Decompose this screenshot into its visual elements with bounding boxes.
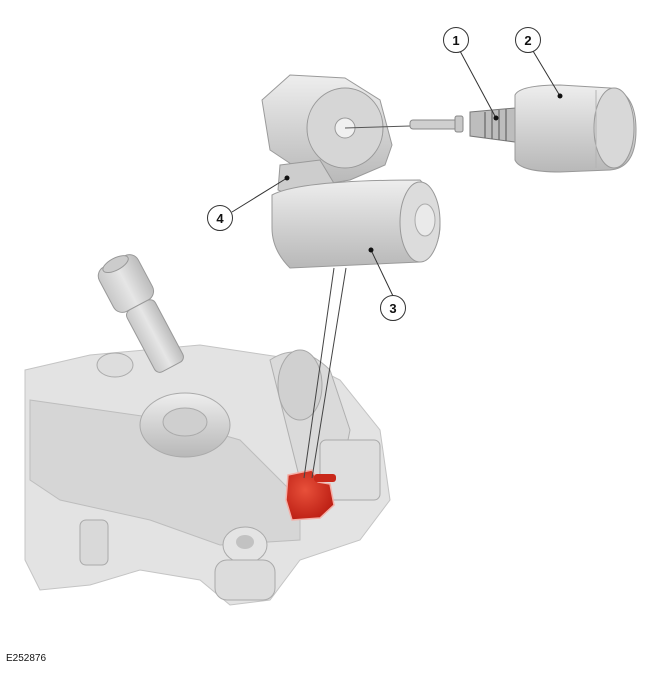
- gear-housing: [261, 74, 393, 201]
- actuator-motor: [271, 179, 441, 269]
- callout-1: 1: [443, 27, 469, 53]
- callout-1-label: 1: [452, 32, 460, 48]
- piston: [514, 84, 637, 173]
- callout-2-label: 2: [524, 32, 532, 48]
- callout-2: 2: [515, 27, 541, 53]
- highlighted-actuator: [285, 469, 336, 521]
- spindle: [344, 107, 516, 143]
- air-spring: [97, 254, 184, 373]
- callout-3-label: 3: [389, 300, 397, 316]
- figure-id: E252876: [6, 653, 47, 664]
- callout-3: 3: [380, 295, 406, 321]
- callout-4-label: 4: [216, 210, 224, 226]
- callout-leaders: [231, 50, 561, 297]
- callout-dots: [284, 93, 563, 253]
- subframe: [24, 344, 391, 606]
- callout-4: 4: [207, 205, 233, 231]
